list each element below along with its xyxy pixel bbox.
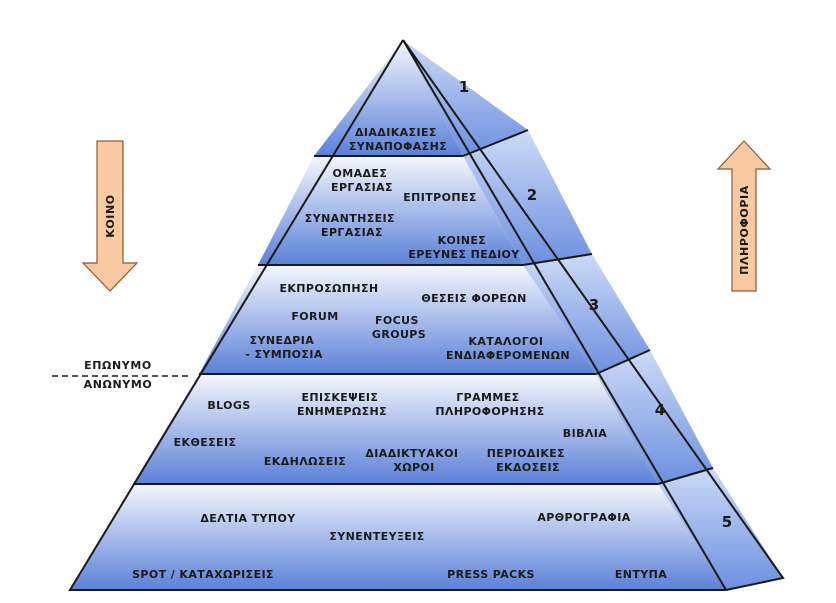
level-item: ΔΙΑΔΙΚΤΥΑΚΟΙ ΧΩΡΟΙ: [365, 447, 462, 474]
level-item: FOCUS GROUPS: [372, 314, 426, 341]
divider-upper-label: ΕΠΩΝΥΜΟ: [84, 359, 152, 372]
level-1-side: [403, 40, 528, 156]
level-item: ΔΕΛΤΙΑ ΤΥΠΟΥ: [200, 512, 296, 525]
level-5-side: [658, 468, 783, 590]
level-item: ΑΡΘΡΟΓΡΑΦΙΑ: [537, 511, 630, 524]
level-item: ΕΠΙΣΚΕΨΕΙΣ ΕΝΗΜΕΡΩΣΗΣ: [297, 391, 387, 418]
level-4-side: [596, 350, 713, 484]
level-2-side: [463, 130, 592, 265]
level-item: SPOT / ΚΑΤΑΧΩΡΙΣΕΙΣ: [132, 568, 274, 581]
level-4-front: [133, 374, 658, 484]
divider-lower-label: ΑΝΩΝΥΜΟ: [84, 378, 153, 391]
level-3-front: [199, 265, 596, 374]
pyramid-outline: [68, 39, 785, 591]
level-item: ΓΡΑΜΜΕΣ ΠΛΗΡΟΦΟΡΗΣΗΣ: [435, 391, 544, 418]
level-item: FORUM: [291, 310, 338, 323]
level-item: ΘΕΣΕΙΣ ΦΟΡΕΩΝ: [421, 292, 526, 305]
level-2-front: [258, 156, 523, 265]
level-item: ΣΥΝΕΔΡΙΑ - ΣΥΜΠΟΣΙΑ: [245, 334, 323, 361]
level-5-number: 5: [722, 513, 732, 531]
level-2-number: 2: [527, 186, 537, 204]
level-item: ΠΕΡΙΟΔΙΚΕΣ ΕΚΔΟΣΕΙΣ: [487, 447, 570, 474]
audience-arrow-label: ΚΟΙΝΟ: [104, 194, 117, 238]
level-item: ΚΟΙΝΕΣ ΕΡΕΥΝΕΣ ΠΕΔΙΟΥ: [408, 234, 520, 261]
level-item: ΣΥΝΕΝΤΕΥΞΕΙΣ: [329, 530, 424, 543]
level-2: [258, 130, 592, 265]
level-item: PRESS PACKS: [447, 568, 535, 581]
level-item: ΕΝΤΥΠΑ: [615, 568, 667, 581]
level-1-number: 1: [459, 78, 469, 96]
named-anonymous-divider: ΕΠΩΝΥΜΟ ΑΝΩΝΥΜΟ: [52, 359, 190, 391]
information-arrow: ΠΛΗΡΟΦΟΡΙΑ: [716, 140, 772, 292]
level-item: BLOGS: [207, 399, 250, 412]
level-item: ΒΙΒΛΙΑ: [563, 427, 607, 440]
level-4: [133, 350, 713, 484]
level-item: ΕΚΔΗΛΩΣΕΙΣ: [264, 455, 346, 468]
level-item: ΟΜΑΔΕΣ ΕΡΓΑΣΙΑΣ: [331, 167, 393, 194]
level-item: ΚΑΤΑΛΟΓΟΙ ΕΝΔΙΑΦΕΡΟΜΕΝΩΝ: [446, 335, 570, 362]
level-item: ΣΥΝΑΝΤΗΣΕΙΣ ΕΡΓΑΣΙΑΣ: [305, 212, 399, 239]
level-item: ΕΚΘΕΣΕΙΣ: [174, 436, 237, 449]
up-arrow-icon: [716, 140, 772, 292]
level-item: ΔΙΑΔΙΚΑΣΙΕΣ ΣΥΝΑΠΟΦΑΣΗΣ: [349, 126, 447, 153]
level-5: [70, 468, 783, 590]
level-5-front: [70, 484, 726, 590]
audience-arrow: ΚΟΙΝΟ: [81, 140, 139, 292]
level-item: ΕΠΙΤΡΟΠΕΣ: [403, 191, 477, 204]
information-arrow-label: ΠΛΗΡΟΦΟΡΙΑ: [738, 185, 751, 275]
down-arrow-icon: [81, 140, 139, 292]
level-3-number: 3: [589, 296, 599, 314]
level-item: ΕΚΠΡΟΣΩΠΗΣΗ: [279, 282, 378, 295]
level-4-number: 4: [655, 401, 665, 419]
